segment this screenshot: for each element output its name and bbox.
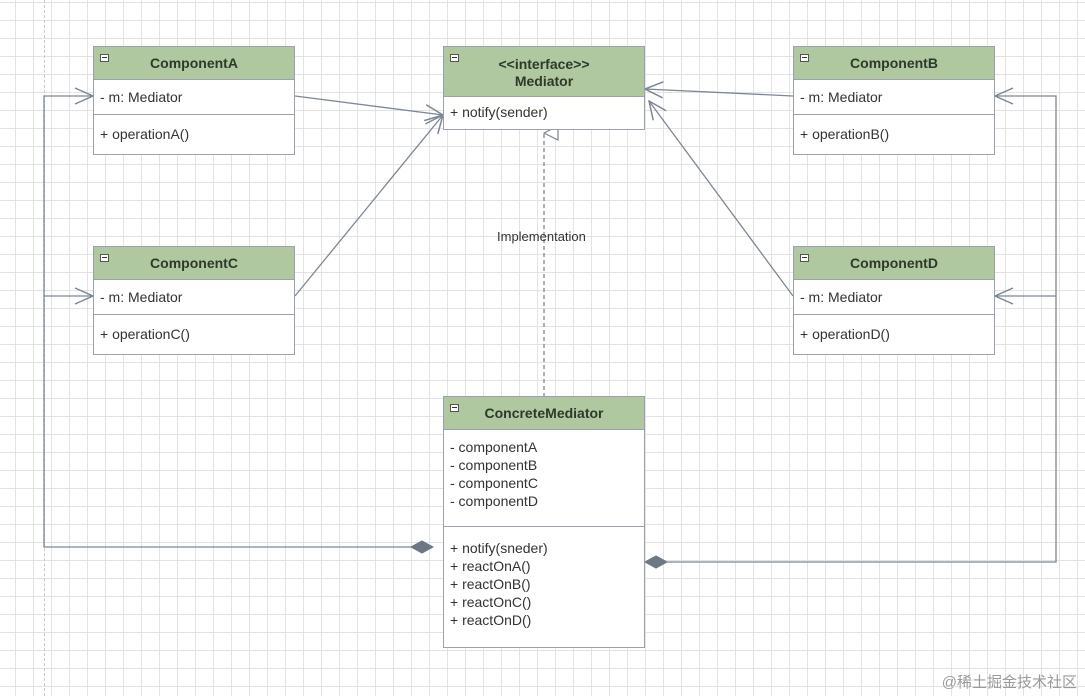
attribute: - componentA — [450, 439, 538, 455]
assoc-componentA-to-mediator — [294, 95, 443, 115]
class-header: ComponentC — [94, 247, 294, 280]
collapse-icon[interactable] — [100, 254, 109, 262]
implementation-label: Implementation — [497, 229, 586, 244]
link-concrete-to-componentA — [43, 96, 411, 548]
interface-name: Mediator — [514, 73, 574, 89]
methods-section: + notify(sender) — [444, 97, 644, 121]
attributes-section: - m: Mediator — [794, 80, 994, 115]
method: + reactOnD() — [450, 612, 532, 628]
class-componentA[interactable]: ComponentA - m: Mediator + operationA() — [93, 46, 295, 155]
method: + reactOnC() — [450, 594, 532, 610]
class-componentD[interactable]: ComponentD - m: Mediator + operationD() — [793, 246, 995, 355]
collapse-icon[interactable] — [800, 54, 809, 62]
class-name: ConcreteMediator — [484, 405, 604, 421]
method: + operationC() — [100, 326, 190, 342]
class-concrete-mediator[interactable]: ConcreteMediator - componentA - componen… — [443, 396, 645, 648]
class-header: ComponentA — [94, 47, 294, 80]
attributes-section: - componentA - componentB - componentC -… — [444, 430, 644, 527]
assoc-componentB-to-mediator — [645, 89, 794, 96]
collapse-icon[interactable] — [100, 54, 109, 62]
class-header: ComponentB — [794, 47, 994, 80]
method: + reactOnB() — [450, 576, 531, 592]
attributes-section: - m: Mediator — [794, 280, 994, 315]
class-header: ComponentD — [794, 247, 994, 280]
attribute: - m: Mediator — [800, 289, 883, 305]
method: + notify(sender) — [450, 104, 548, 120]
interface-header: <<interface>> Mediator — [444, 47, 644, 97]
method: + operationB() — [800, 126, 890, 142]
class-name: ComponentC — [150, 255, 238, 271]
methods-section: + operationB() — [794, 115, 994, 143]
attributes-section: - m: Mediator — [94, 280, 294, 315]
stereotype-label: <<interface>> — [498, 56, 590, 72]
assoc-componentC-to-mediator — [294, 115, 443, 297]
class-name: ComponentD — [850, 255, 938, 271]
attribute: - componentC — [450, 475, 538, 491]
methods-section: + operationA() — [94, 115, 294, 143]
interface-mediator[interactable]: <<interface>> Mediator + notify(sender) — [443, 46, 645, 130]
attribute: - m: Mediator — [800, 89, 883, 105]
composition-diamond-left — [409, 540, 435, 554]
attribute: - componentD — [450, 493, 538, 509]
method: + operationA() — [100, 126, 190, 142]
methods-section: + notify(sneder) + reactOnA() + reactOnB… — [444, 527, 644, 629]
link-concrete-to-componentB — [666, 96, 1057, 563]
methods-section: + operationC() — [94, 315, 294, 343]
attribute: - componentB — [450, 457, 538, 473]
collapse-icon[interactable] — [450, 54, 459, 62]
attributes-section: - m: Mediator — [94, 80, 294, 115]
watermark: @稀土掘金技术社区 — [941, 674, 1077, 691]
attribute: - m: Mediator — [100, 89, 183, 105]
collapse-icon[interactable] — [450, 404, 459, 412]
collapse-icon[interactable] — [800, 254, 809, 262]
composition-diamond-right — [643, 555, 669, 569]
method: + reactOnA() — [450, 558, 531, 574]
methods-section: + operationD() — [794, 315, 994, 343]
method: + operationD() — [800, 326, 890, 342]
class-name: ComponentA — [150, 55, 238, 71]
class-componentB[interactable]: ComponentB - m: Mediator + operationB() — [793, 46, 995, 155]
class-header: ConcreteMediator — [444, 397, 644, 430]
attribute: - m: Mediator — [100, 289, 183, 305]
assoc-componentD-to-mediator — [649, 101, 794, 297]
class-name: ComponentB — [850, 55, 938, 71]
method: + notify(sneder) — [450, 540, 548, 556]
class-componentC[interactable]: ComponentC - m: Mediator + operationC() — [93, 246, 295, 355]
